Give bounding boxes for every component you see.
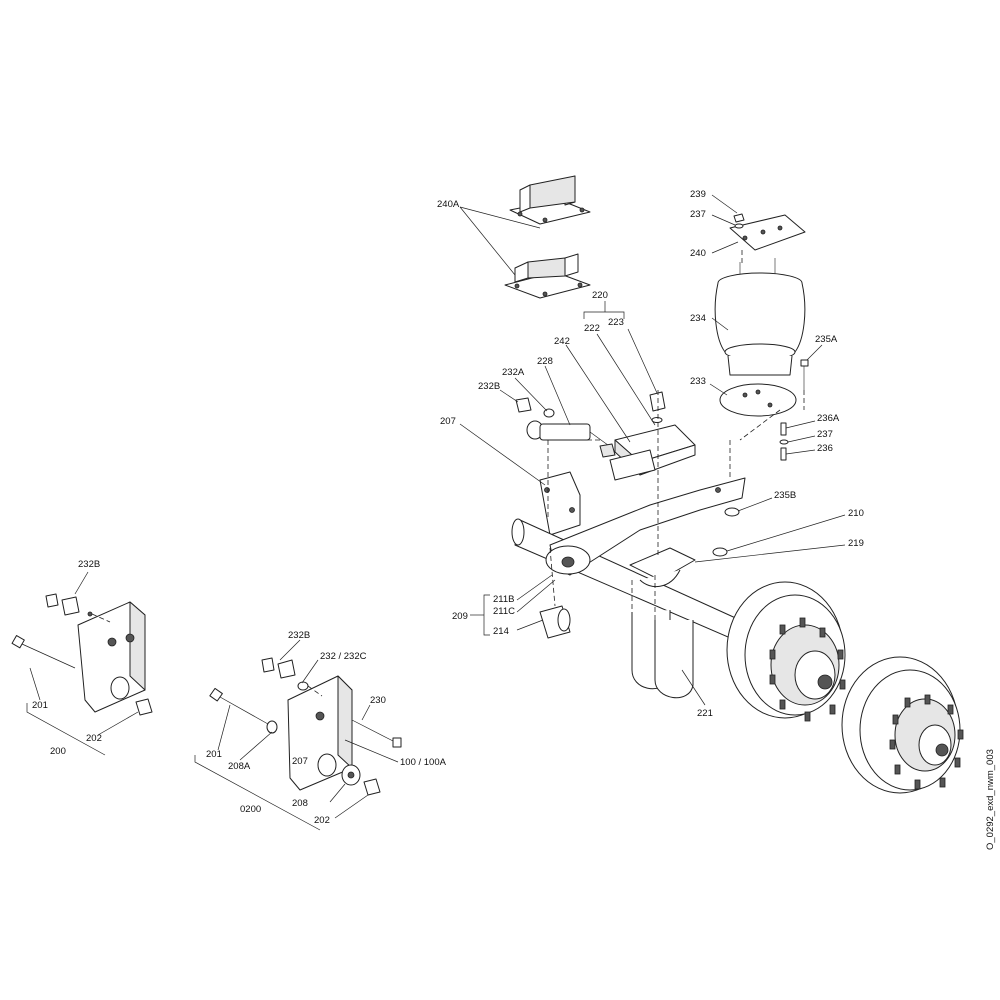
label-221: 221 [697, 708, 713, 719]
hanger-bracket-mid [287, 675, 353, 791]
label-232B-top: 232B [478, 381, 500, 392]
label-232A: 232A [502, 367, 525, 378]
dashed-center-lines [91, 250, 805, 697]
bolt-235A [800, 359, 809, 390]
label-208: 208 [292, 798, 308, 809]
label-232-232C: 232 / 232C [320, 651, 367, 662]
bolt-201-mid [209, 687, 278, 734]
nut-232B-top [515, 397, 532, 413]
bushing-214 [539, 605, 571, 639]
label-211B: 211B [493, 594, 514, 605]
label-234: 234 [690, 313, 706, 324]
brake-drum [726, 581, 846, 722]
label-236: 236 [817, 443, 833, 454]
label-223: 223 [608, 317, 624, 328]
drawing-code: O_0292_exd_nwm_003 [985, 749, 996, 850]
disc-wheel-studs [889, 694, 964, 790]
label-202-left: 202 [86, 733, 102, 744]
bolt-230 [351, 719, 402, 748]
label-239: 239 [690, 189, 706, 200]
label-237-bottom: 237 [817, 429, 833, 440]
hanger-bracket-left [77, 601, 146, 713]
label-242: 242 [554, 336, 570, 347]
label-235B: 235B [774, 490, 796, 501]
label-207-top: 207 [440, 416, 456, 427]
washer-237-top [734, 223, 744, 229]
label-232B-mid: 232B [288, 630, 310, 641]
air-spring-base-plate-233 [719, 383, 797, 417]
air-spring-bellows-234 [714, 258, 806, 376]
shock-absorber-228 [526, 420, 616, 458]
nut-239 [733, 213, 745, 223]
nut-202-mid [363, 778, 381, 796]
label-233: 233 [690, 376, 706, 387]
label-210: 210 [848, 508, 864, 519]
washer-237-bottom [779, 439, 789, 445]
label-202-mid: 202 [314, 815, 330, 826]
leader-lines [26, 194, 846, 831]
washer-232A [543, 408, 555, 418]
label-228: 228 [537, 356, 553, 367]
trailing-arm [545, 477, 746, 576]
label-232B-left: 232B [78, 559, 100, 570]
spacer-block-242 [609, 449, 656, 481]
label-230: 230 [370, 695, 386, 706]
label-219: 219 [848, 538, 864, 549]
label-209: 209 [452, 611, 468, 622]
bolt-201-left [11, 635, 76, 669]
label-100-100A: 100 / 100A [400, 757, 447, 768]
drum-wheel-studs [769, 617, 846, 722]
nut-235B [724, 507, 740, 517]
label-211C: 211C [493, 606, 515, 617]
callout-labels: 240A 239 237 240 220 222 223 234 235A 24… [32, 189, 996, 850]
label-237-top: 237 [690, 209, 706, 220]
label-235A: 235A [815, 334, 838, 345]
brake-disc [841, 656, 964, 794]
label-0200: 0200 [240, 804, 261, 815]
nut-202-left [135, 698, 153, 716]
label-201-mid: 201 [206, 749, 222, 760]
bracket-240A-upper [509, 175, 591, 225]
nut-223 [649, 391, 666, 423]
washer-210 [712, 547, 728, 557]
u-bolt-221 [631, 610, 694, 699]
bolt-236 [780, 447, 787, 461]
axle-seat-219 [629, 547, 696, 588]
air-spring-top-plate-240 [729, 214, 806, 251]
label-240: 240 [690, 248, 706, 259]
bracket-207-top [539, 471, 581, 536]
nuts-232B-mid [261, 657, 309, 691]
label-207-mid: 207 [292, 756, 308, 767]
eccentric-washer-208 [341, 764, 361, 786]
label-240A: 240A [437, 199, 460, 210]
label-222: 222 [584, 323, 600, 334]
bolt-236A [780, 422, 787, 436]
label-201-left: 201 [32, 700, 48, 711]
bracket-240A-lower [504, 253, 591, 299]
label-208A: 208A [228, 761, 251, 772]
nuts-232B-left [45, 593, 93, 617]
label-236A: 236A [817, 413, 840, 424]
label-200: 200 [50, 746, 66, 757]
label-220: 220 [592, 290, 608, 301]
label-214: 214 [493, 626, 509, 637]
